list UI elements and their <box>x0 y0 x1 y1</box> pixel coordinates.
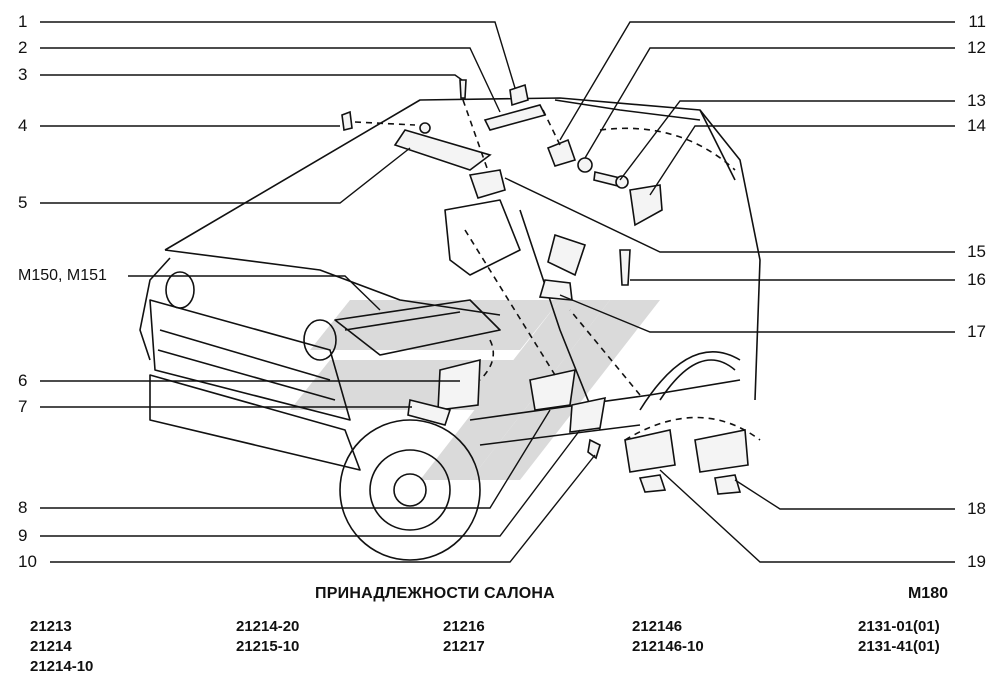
model-column-5: 2131-01(01) 2131-41(01) <box>858 617 940 657</box>
model-column-4: 212146 212146-10 <box>632 617 704 657</box>
callout-15: 15 <box>967 242 986 261</box>
callout-10: 10 <box>18 552 37 571</box>
callout-4: 4 <box>18 116 28 135</box>
model-code: 21215-10 <box>236 638 300 655</box>
callout-5: 5 <box>18 193 28 212</box>
callout-7: 7 <box>18 397 28 416</box>
model-column-1: 21213 21214 21214-10 <box>30 617 93 677</box>
callout-19: 19 <box>967 552 986 571</box>
model-code: 21214-10 <box>30 658 94 675</box>
model-code: 212146 <box>632 618 683 635</box>
exploded-diagram <box>40 21 955 563</box>
diagram-code: M180 <box>907 585 948 602</box>
callout-2: 2 <box>18 38 28 57</box>
assembly-arrows <box>354 99 761 441</box>
callout-6: 6 <box>18 371 28 390</box>
callout-8: 8 <box>18 498 28 517</box>
model-code: 212146-10 <box>632 638 704 655</box>
leader-lines <box>40 21 955 563</box>
callout-3: 3 <box>18 65 28 84</box>
callout-18: 18 <box>967 499 986 518</box>
model-code: 2131-01(01) <box>858 618 940 635</box>
model-code: 21217 <box>443 638 485 655</box>
callout-11: 11 <box>968 12 986 31</box>
model-code: 2131-41(01) <box>858 638 940 655</box>
callout-12: 12 <box>967 38 986 57</box>
car-outline <box>139 97 761 561</box>
model-code: 21216 <box>443 618 485 635</box>
callout-14: 14 <box>967 116 986 135</box>
model-code: 21213 <box>30 618 72 635</box>
model-code: 21214-20 <box>236 618 300 635</box>
callout-9: 9 <box>18 526 28 545</box>
model-code: 21214 <box>30 638 72 655</box>
callout-16: 16 <box>967 270 986 289</box>
model-column-3: 21216 21217 <box>443 617 485 657</box>
callout-17: 17 <box>967 322 986 341</box>
callout-m150-m151: M150, M151 <box>18 267 107 284</box>
model-column-2: 21214-20 21215-10 <box>236 617 299 657</box>
diagram-title: ПРИНАДЛЕЖНОСТИ САЛОНА <box>315 585 555 602</box>
callout-13: 13 <box>967 91 986 110</box>
callout-1: 1 <box>18 12 28 31</box>
parts <box>341 79 749 495</box>
